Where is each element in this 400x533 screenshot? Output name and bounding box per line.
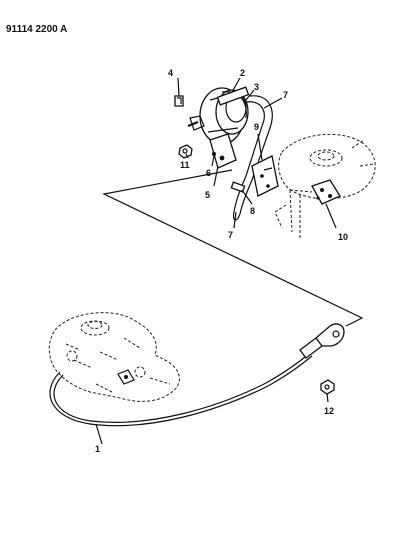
throttle-body-outline xyxy=(48,312,180,402)
callout-11: 11 xyxy=(180,160,190,170)
speed-control-servo xyxy=(187,86,250,169)
diagram-id: 91114 2200 A xyxy=(6,24,67,35)
speed-control-cable xyxy=(49,323,345,427)
callout-6: 6 xyxy=(206,168,211,178)
callout-7-lower: 7 xyxy=(228,230,233,240)
callout-1: 1 xyxy=(95,444,100,454)
vacuum-fitting-10 xyxy=(289,179,341,205)
bracket-9 xyxy=(251,155,279,197)
callout-3: 3 xyxy=(254,82,259,92)
callout-2: 2 xyxy=(240,68,245,78)
callout-4: 4 xyxy=(168,68,173,78)
clip-4 xyxy=(174,95,184,107)
callout-10: 10 xyxy=(338,232,348,242)
nut-12 xyxy=(320,379,335,395)
intake-manifold-outline xyxy=(274,133,376,240)
callout-9: 9 xyxy=(254,122,259,132)
callout-8: 8 xyxy=(250,206,255,216)
nut-11 xyxy=(178,144,193,159)
leader-lines xyxy=(95,77,337,445)
callout-12: 12 xyxy=(324,406,334,416)
callout-7-upper: 7 xyxy=(283,90,288,100)
routing-line xyxy=(102,169,364,327)
callout-5: 5 xyxy=(205,190,210,200)
